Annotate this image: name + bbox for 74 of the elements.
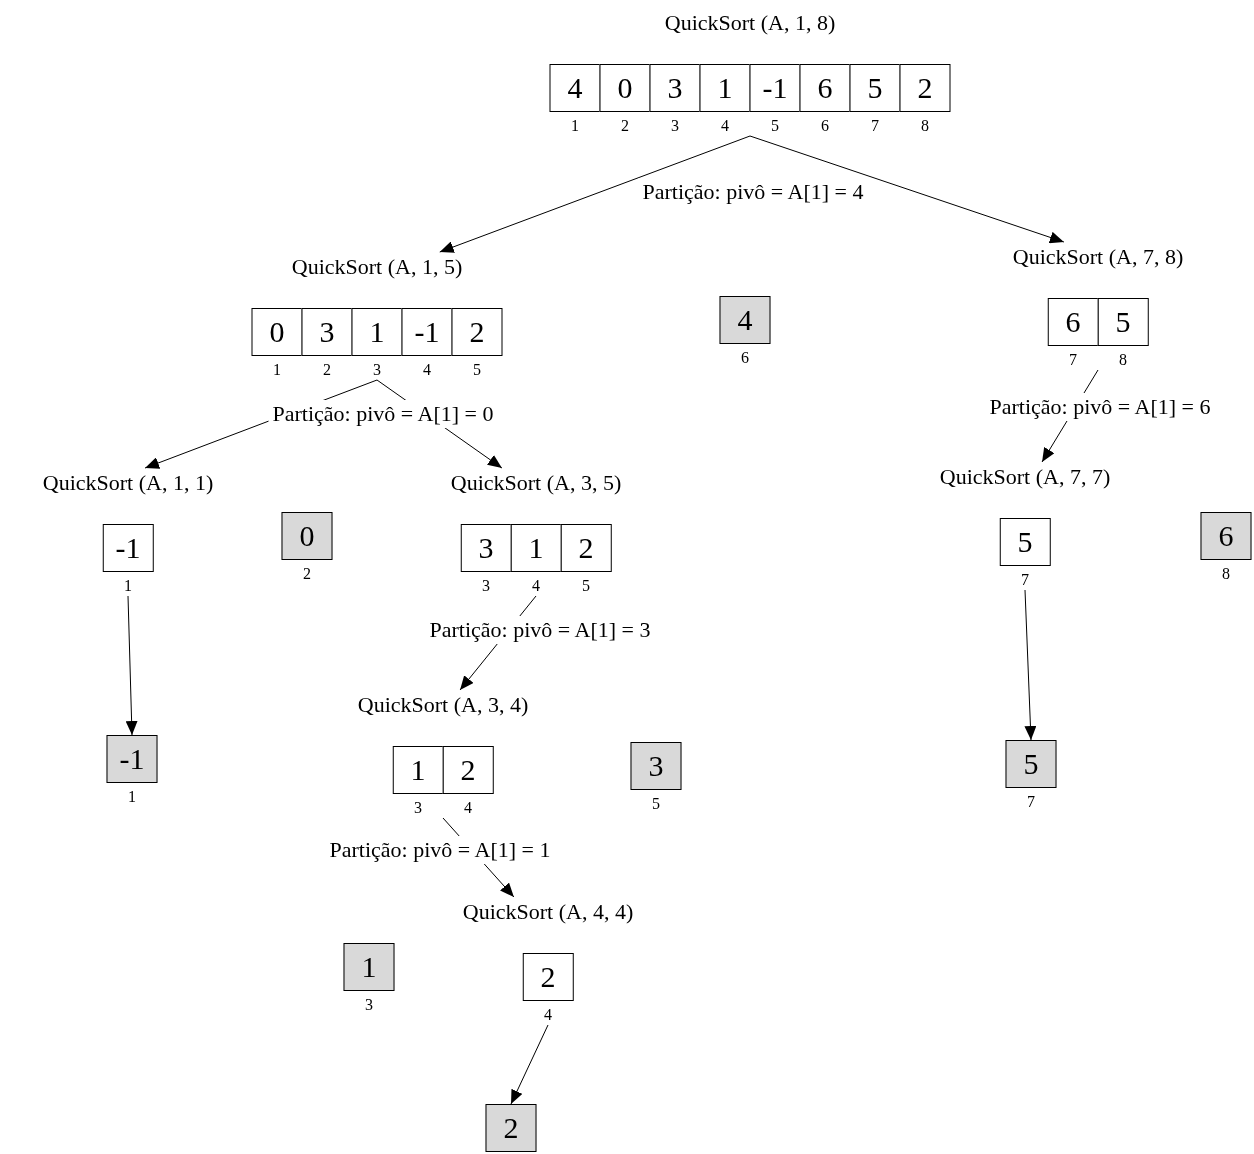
index-number: 4	[544, 1005, 552, 1025]
array-cell: 0	[599, 64, 651, 112]
array-cell: 2	[560, 524, 612, 572]
index-number: 4	[423, 360, 431, 380]
call-heading: QuickSort (A, 3, 4)	[357, 691, 529, 719]
index-number: 7	[871, 116, 879, 136]
array-cell: 0	[251, 308, 303, 356]
call-heading: QuickSort (A, 1, 1)	[42, 469, 214, 497]
call-heading: QuickSort (A, 7, 8)	[1012, 243, 1184, 271]
index-number: 5	[771, 116, 779, 136]
array-cell: 2	[899, 64, 951, 112]
array-cell: 5	[849, 64, 901, 112]
index-number: 3	[482, 576, 490, 596]
index-number: 1	[128, 787, 136, 807]
arrow	[1024, 589, 1037, 741]
index-number: 8	[1222, 564, 1230, 584]
index-number: 4	[532, 576, 540, 596]
sorted-cell: 5	[1005, 740, 1057, 788]
sorted-cell: 1	[343, 943, 395, 991]
sorted-cell: 6	[1200, 512, 1252, 560]
index-number: 5	[652, 794, 660, 814]
arrow	[125, 595, 138, 736]
index-number: 1	[273, 360, 281, 380]
call-heading: QuickSort (A, 1, 8)	[664, 9, 836, 37]
index-number: 3	[414, 798, 422, 818]
call-heading: QuickSort (A, 1, 5)	[291, 253, 463, 281]
array-cell: 5	[999, 518, 1051, 566]
index-number: 5	[582, 576, 590, 596]
array-cell: 2	[522, 953, 574, 1001]
array-cell: 1	[392, 746, 444, 794]
index-number: 2	[323, 360, 331, 380]
array-cell: -1	[102, 524, 154, 572]
index-number: 2	[621, 116, 629, 136]
sorted-cell: 2	[485, 1104, 537, 1152]
array-cell: 1	[351, 308, 403, 356]
index-number: 6	[741, 348, 749, 368]
array-cell: 2	[451, 308, 503, 356]
array-cell: -1	[401, 308, 453, 356]
sorted-cell: -1	[106, 735, 158, 783]
array-cell: 2	[442, 746, 494, 794]
array-cell: 1	[699, 64, 751, 112]
index-number: 4	[464, 798, 472, 818]
index-number: 8	[921, 116, 929, 136]
array-cell: -1	[749, 64, 801, 112]
arrow	[439, 135, 751, 253]
call-heading: QuickSort (A, 4, 4)	[462, 898, 634, 926]
sorted-cell: 3	[630, 742, 682, 790]
array-cell: 1	[510, 524, 562, 572]
index-number: 7	[1027, 792, 1035, 812]
index-number: 3	[365, 995, 373, 1015]
array-cell: 3	[460, 524, 512, 572]
index-number: 7	[1021, 570, 1029, 590]
index-number: 8	[1119, 350, 1127, 370]
array-cell: 3	[649, 64, 701, 112]
array-cell: 6	[799, 64, 851, 112]
array-cell: 4	[549, 64, 601, 112]
index-number: 1	[124, 576, 132, 596]
call-heading: QuickSort (A, 7, 7)	[939, 463, 1111, 491]
index-number: 5	[473, 360, 481, 380]
sorted-cell: 0	[281, 512, 333, 560]
arrow	[749, 135, 1065, 244]
call-heading: QuickSort (A, 3, 5)	[450, 469, 622, 497]
array-cell: 5	[1097, 298, 1149, 346]
arrow	[510, 1024, 549, 1105]
index-number: 4	[721, 116, 729, 136]
index-number: 3	[671, 116, 679, 136]
sorted-cell: 4	[719, 296, 771, 344]
array-cell: 6	[1047, 298, 1099, 346]
index-number: 7	[1069, 350, 1077, 370]
index-number: 2	[303, 564, 311, 584]
index-number: 6	[821, 116, 829, 136]
index-number: 3	[373, 360, 381, 380]
array-cell: 3	[301, 308, 353, 356]
index-number: 1	[571, 116, 579, 136]
